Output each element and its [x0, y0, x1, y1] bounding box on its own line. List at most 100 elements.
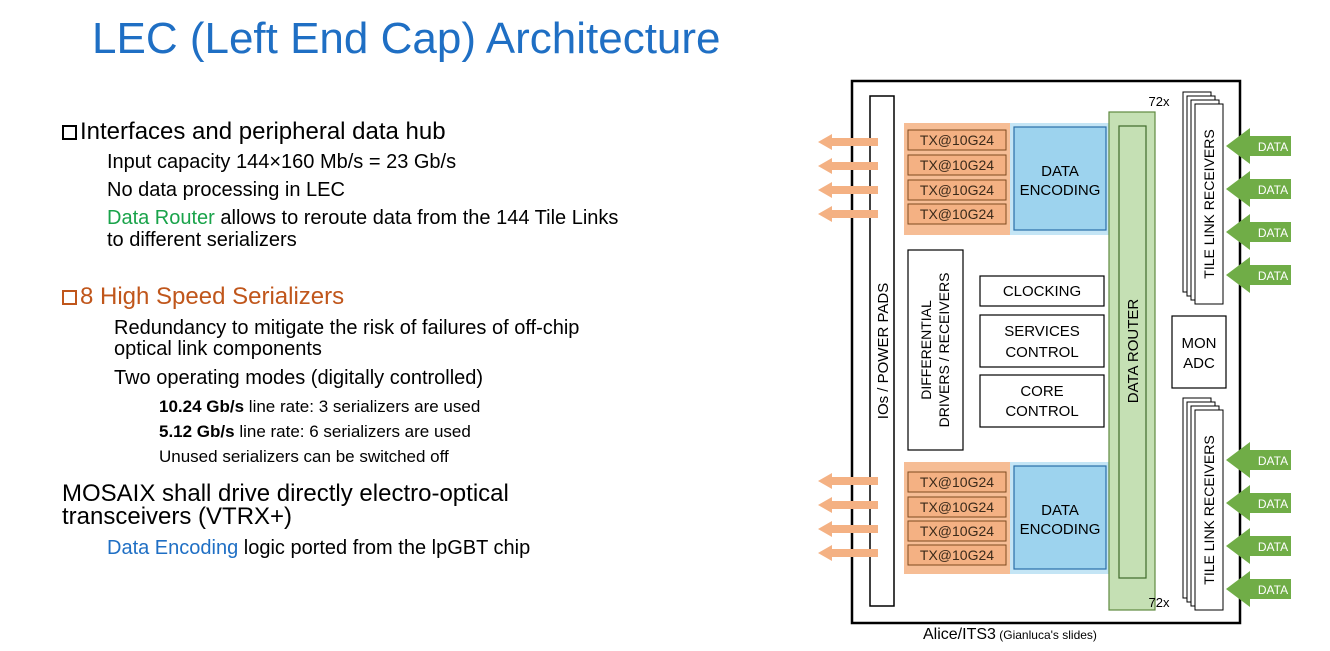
multiplier-label: 72x: [1149, 595, 1170, 610]
clocking-box: [979, 275, 1105, 307]
data-router-inner: [1118, 125, 1147, 579]
output-arrow-icon: [818, 521, 878, 537]
mosaix-line-2: transceivers (VTRX+): [62, 503, 293, 530]
figure-caption: Alice/ITS3 (Gianluca's slides): [923, 626, 1097, 644]
data-arrow-icon: [1226, 128, 1291, 164]
data-label: DATA: [1258, 183, 1288, 197]
mode1-rate: 10.24 Gb/s: [159, 397, 245, 416]
tx-label: TX@10G24: [920, 523, 994, 539]
tx-box: [907, 129, 1007, 151]
bullet-interfaces-heading: Interfaces and peripheral data hub: [62, 120, 446, 144]
data-label: DATA: [1258, 140, 1288, 154]
output-arrow-icon: [818, 206, 878, 222]
tx-label: TX@10G24: [920, 474, 994, 490]
encoding-label-2: ENCODING: [1020, 521, 1101, 538]
serializers-mode-2: 5.12 Gb/s line rate: 6 serializers are u…: [159, 423, 471, 440]
tx-box: [907, 471, 1007, 493]
mode2-rest: line rate: 6 serializers are used: [234, 422, 471, 441]
data-encoding-term: Data Encoding: [107, 537, 239, 559]
bottom-tile-link-receivers: TILE LINK RECEIVERS 72x: [1149, 397, 1224, 611]
data-router-label: DATA ROUTER: [1125, 299, 1142, 404]
serializers-heading-text: 8 High Speed Serializers: [80, 283, 345, 310]
tile-receivers-label: TILE LINK RECEIVERS: [1201, 129, 1217, 278]
output-arrow-icon: [818, 158, 878, 174]
top-tile-link-receivers: TILE LINK RECEIVERS 72x: [1149, 91, 1224, 305]
caption-main: Alice/ITS3: [923, 626, 996, 643]
data-input-arrows: DATA DATA DATA DATA DATA DATA DATA DATA: [1226, 128, 1291, 607]
data-arrow-icon: [1226, 528, 1291, 564]
mon-label: MON: [1182, 335, 1217, 352]
checkbox-bullet-icon: [62, 125, 77, 140]
serializers-modes: Two operating modes (digitally controlle…: [114, 367, 484, 389]
bottom-data-encoding-box: [1013, 465, 1107, 570]
data-label: DATA: [1258, 540, 1288, 554]
tx-box: [907, 520, 1007, 542]
data-arrow-icon: [1226, 442, 1291, 478]
output-arrow-icon: [818, 497, 878, 513]
data-arrow-icon: [1226, 257, 1291, 293]
serializers-mode-1: 10.24 Gb/s line rate: 3 serializers are …: [159, 398, 480, 415]
tile-receivers-label: TILE LINK RECEIVERS: [1201, 435, 1217, 584]
mode2-rate: 5.12 Gb/s: [159, 422, 235, 441]
data-arrow-icon: [1226, 571, 1291, 607]
encoding-label-2: ENCODING: [1020, 182, 1101, 199]
differential-label-1: DIFFERENTIAL: [918, 300, 934, 400]
lec-block-diagram: IOs / POWER PADS TX@10G24 TX@10G24 TX@10…: [818, 79, 1291, 625]
serializers-redundancy: Redundancy to mitigate the risk of failu…: [114, 317, 580, 339]
multiplier-label: 72x: [1149, 94, 1170, 109]
data-arrow-icon: [1226, 214, 1291, 250]
output-arrow-icon: [818, 545, 878, 561]
output-arrow-icon: [818, 182, 878, 198]
data-router-term: Data Router: [107, 207, 215, 229]
encoding-label-1: DATA: [1041, 502, 1079, 519]
serializers-unused: Unused serializers can be switched off: [159, 447, 449, 466]
serializers-redundancy-2: optical link components: [114, 338, 322, 360]
tx-box: [907, 544, 1007, 566]
encoding-label-1: DATA: [1041, 163, 1079, 180]
tx-box: [907, 179, 1007, 201]
core-label-1: CORE: [1020, 383, 1063, 400]
interfaces-router-line: Data Router allows to reroute data from …: [107, 208, 618, 228]
data-label: DATA: [1258, 226, 1288, 240]
mosaix-line-1: MOSAIX shall drive directly electro-opti…: [62, 480, 509, 507]
data-arrow-icon: [1226, 485, 1291, 521]
mosaix-encoding-line: Data Encoding logic ported from the lpGB…: [107, 538, 530, 558]
services-label-1: SERVICES: [1004, 323, 1080, 340]
interfaces-capacity: Input capacity 144×160 Mb/s = 23 Gb/s: [107, 151, 457, 173]
services-label-2: CONTROL: [1005, 344, 1078, 361]
bottom-encoder-group: TX@10G24 TX@10G24 TX@10G24 TX@10G24 DATA…: [904, 462, 1110, 574]
bullet-serializers-heading: 8 High Speed Serializers: [62, 285, 344, 309]
differential-drivers-box: [907, 249, 964, 451]
differential-label-2: DRIVERS / RECEIVERS: [936, 273, 952, 428]
interfaces-no-processing: No data processing in LEC: [107, 179, 345, 201]
clocking-label: CLOCKING: [1003, 283, 1081, 300]
tx-box: [907, 496, 1007, 518]
mon-adc-box: [1171, 315, 1227, 389]
tx-label: TX@10G24: [920, 157, 994, 173]
interfaces-heading-text: Interfaces and peripheral data hub: [80, 118, 446, 145]
tx-label: TX@10G24: [920, 206, 994, 222]
tx-label: TX@10G24: [920, 499, 994, 515]
data-label: DATA: [1258, 583, 1288, 597]
data-label: DATA: [1258, 497, 1288, 511]
mode1-rest: line rate: 3 serializers are used: [244, 397, 481, 416]
data-label: DATA: [1258, 269, 1288, 283]
encoding-line-rest: logic ported from the lpGBT chip: [238, 537, 531, 559]
core-control-box: [979, 374, 1105, 428]
output-arrows: [818, 134, 878, 561]
caption-note: (Gianluca's slides): [995, 628, 1097, 642]
checkbox-bullet-icon: [62, 290, 77, 305]
output-arrow-icon: [818, 473, 878, 489]
data-label: DATA: [1258, 454, 1288, 468]
top-data-encoding-box: [1013, 126, 1107, 231]
services-control-box: [979, 314, 1105, 368]
router-line-rest: allows to reroute data from the 144 Tile…: [214, 207, 619, 229]
interfaces-router-line2: to different serializers: [107, 229, 297, 251]
tx-label: TX@10G24: [920, 547, 994, 563]
top-encoder-group: TX@10G24 TX@10G24 TX@10G24 TX@10G24 DATA…: [904, 123, 1110, 235]
io-pads-label: IOs / POWER PADS: [875, 283, 892, 419]
data-arrow-icon: [1226, 171, 1291, 207]
tx-label: TX@10G24: [920, 132, 994, 148]
core-label-2: CONTROL: [1005, 403, 1078, 420]
page-title: LEC (Left End Cap) Architecture: [92, 14, 721, 63]
